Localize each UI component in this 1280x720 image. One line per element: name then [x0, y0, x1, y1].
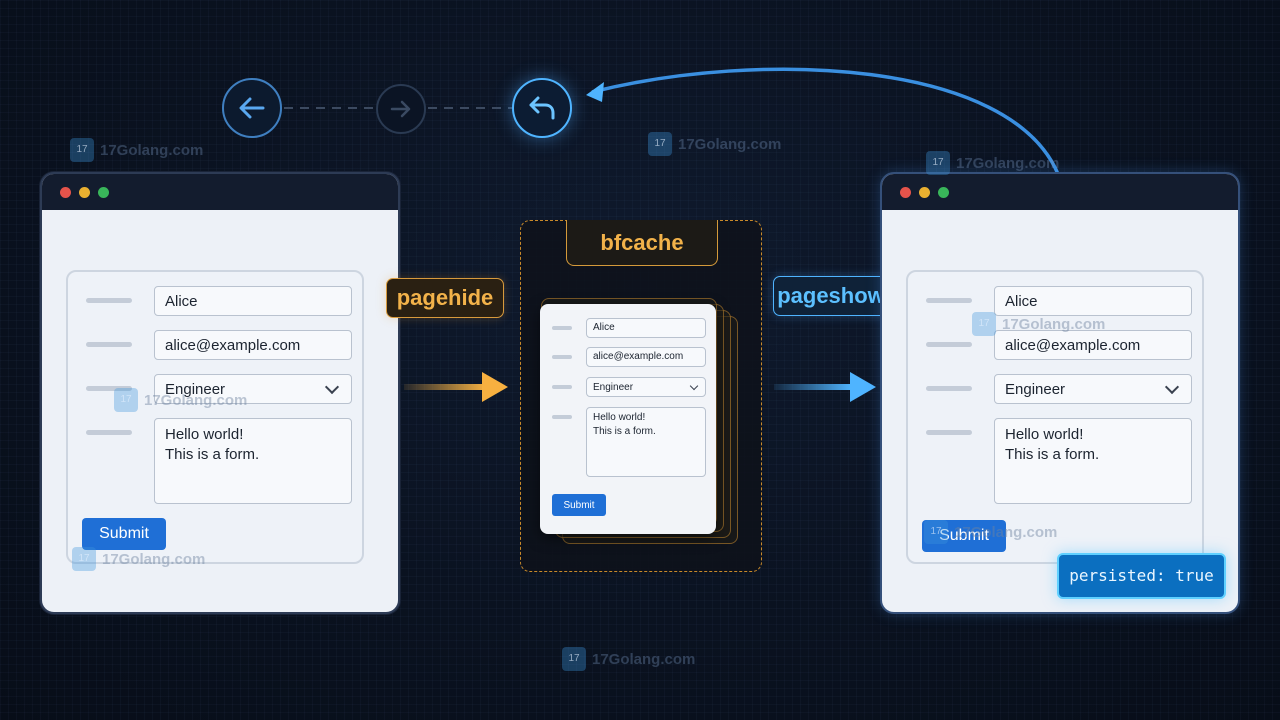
submit-button[interactable]: Submit	[82, 518, 166, 550]
message-line-1: Hello world!	[1005, 426, 1084, 443]
return-curve-arrowhead	[586, 82, 604, 102]
right-titlebar	[882, 174, 1238, 210]
maximize-dot-icon[interactable]	[98, 186, 109, 198]
chevron-down-icon	[324, 379, 340, 395]
watermark-text: 17Golang.com	[1002, 315, 1106, 333]
chevron-down-icon	[1164, 379, 1180, 395]
pageshow-arrowhead	[850, 372, 876, 402]
watermark-logo-icon: 17	[562, 647, 586, 671]
right-browser-window: Alice alice@example.com Engineer Hello w…	[880, 172, 1240, 614]
cached-message-textarea: Hello world! This is a form.	[586, 407, 706, 477]
submit-button[interactable]: Submit	[922, 520, 1006, 552]
watermark-logo-icon: 17	[648, 132, 672, 156]
arrow-right-icon	[390, 100, 411, 118]
minimize-dot-icon[interactable]	[919, 186, 930, 198]
watermark-logo-icon: 17	[114, 388, 138, 412]
label-placeholder	[552, 326, 572, 330]
watermark: 17 17Golang.com	[926, 151, 1059, 175]
close-dot-icon[interactable]	[900, 186, 911, 198]
watermark-logo-icon: 17	[924, 520, 948, 544]
watermark: 17 17Golang.com	[70, 138, 203, 162]
label-placeholder	[86, 430, 132, 435]
label-placeholder	[926, 342, 972, 347]
cached-submit-button: Submit	[552, 494, 606, 516]
watermark: 17 17Golang.com	[114, 388, 247, 412]
left-form-card: Alice alice@example.com Engineer Hello w…	[66, 270, 364, 564]
close-dot-icon[interactable]	[60, 186, 71, 198]
watermark-logo-icon: 17	[70, 138, 94, 162]
back-button[interactable]	[222, 78, 282, 138]
right-form-card: Alice alice@example.com Engineer Hello w…	[906, 270, 1204, 564]
watermark: 17 17Golang.com	[562, 647, 695, 671]
watermark-text: 17Golang.com	[956, 154, 1060, 172]
cached-page-snapshot: Alice alice@example.com Engineer Hello w…	[540, 304, 716, 534]
cached-role-value: Engineer	[593, 381, 634, 393]
watermark-text: 17Golang.com	[144, 391, 248, 409]
cached-name-input: Alice	[586, 318, 706, 338]
watermark: 17 17Golang.com	[924, 520, 1057, 544]
message-textarea[interactable]: Hello world! This is a form.	[154, 418, 352, 504]
cached-role-select: Engineer	[586, 377, 706, 397]
watermark: 17 17Golang.com	[648, 132, 781, 156]
cached-message-line-2: This is a form.	[593, 426, 656, 437]
watermark-text: 17Golang.com	[100, 141, 204, 159]
bfcache-title: bfcache	[566, 220, 718, 266]
watermark-text: 17Golang.com	[954, 523, 1058, 541]
label-placeholder	[86, 386, 132, 391]
role-select-value: Engineer	[1005, 380, 1066, 398]
pageshow-arrow-shaft	[774, 384, 852, 390]
role-select-value: Engineer	[165, 380, 226, 398]
watermark-logo-icon: 17	[926, 151, 950, 175]
return-arrow-icon	[529, 96, 555, 120]
pageshow-label: pageshow	[773, 276, 889, 316]
message-textarea[interactable]: Hello world! This is a form.	[994, 418, 1192, 504]
watermark-text: 17Golang.com	[678, 135, 782, 153]
cached-email-input: alice@example.com	[586, 347, 706, 367]
message-line-2: This is a form.	[165, 446, 260, 463]
watermark: 17 17Golang.com	[72, 547, 205, 571]
chevron-down-icon	[689, 381, 699, 391]
label-placeholder	[86, 342, 132, 347]
watermark-text: 17Golang.com	[592, 650, 696, 668]
forward-button[interactable]	[376, 84, 426, 134]
watermark-logo-icon: 17	[972, 312, 996, 336]
left-browser-window: Alice alice@example.com Engineer Hello w…	[40, 172, 400, 614]
return-button[interactable]	[512, 78, 572, 138]
role-select[interactable]: Engineer	[154, 374, 352, 404]
email-input[interactable]: alice@example.com	[154, 330, 352, 360]
pagehide-arrowhead	[482, 372, 508, 402]
message-line-1: Hello world!	[165, 426, 244, 443]
minimize-dot-icon[interactable]	[79, 186, 90, 198]
label-placeholder	[86, 298, 132, 303]
watermark-text: 17Golang.com	[102, 550, 206, 568]
label-placeholder	[552, 355, 572, 359]
watermark-logo-icon: 17	[72, 547, 96, 571]
label-placeholder	[552, 385, 572, 389]
cached-message-line-1: Hello world!	[593, 412, 646, 423]
watermark: 17 17Golang.com	[972, 312, 1105, 336]
role-select[interactable]: Engineer	[994, 374, 1192, 404]
persisted-badge: persisted: true	[1057, 553, 1226, 599]
label-placeholder	[926, 298, 972, 303]
left-titlebar	[42, 174, 398, 210]
name-input[interactable]: Alice	[994, 286, 1192, 316]
label-placeholder	[926, 430, 972, 435]
maximize-dot-icon[interactable]	[938, 186, 949, 198]
label-placeholder	[926, 386, 972, 391]
label-placeholder	[552, 415, 572, 419]
pagehide-arrow-shaft	[404, 384, 486, 390]
return-curve-arrow	[591, 67, 1060, 175]
message-line-2: This is a form.	[1005, 446, 1100, 463]
arrow-left-icon	[239, 97, 265, 119]
email-input[interactable]: alice@example.com	[994, 330, 1192, 360]
name-input[interactable]: Alice	[154, 286, 352, 316]
pagehide-label: pagehide	[386, 278, 504, 318]
